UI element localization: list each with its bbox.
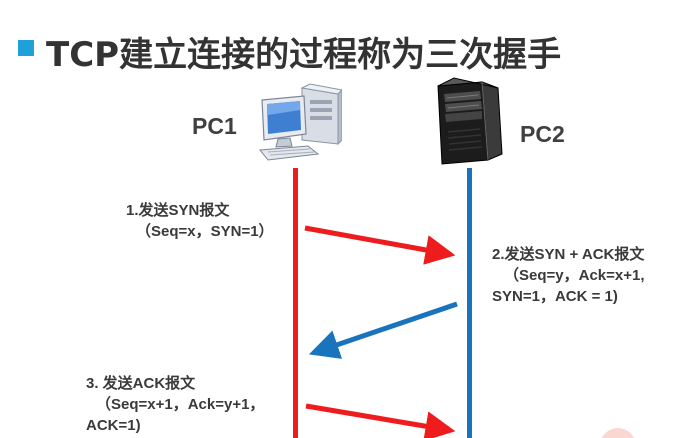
- message-1-title: 1.发送SYN报文: [126, 202, 230, 219]
- pc1-lifeline: [293, 168, 298, 438]
- message-3-flags: ACK=1): [86, 417, 141, 434]
- message-3-title: 3. 发送ACK报文: [86, 375, 196, 392]
- arrow-ack: [305, 403, 456, 438]
- pc1-label: PC1: [192, 113, 237, 139]
- message-2-params: （Seq=y，Ack=x+1,: [504, 267, 645, 284]
- pc2-label: PC2: [520, 121, 565, 147]
- message-2-text: 2.发送SYN + ACK报文 （Seq=y，Ack=x+1, SYN=1，AC…: [492, 244, 645, 307]
- server-tower-icon: [430, 76, 504, 166]
- message-2-flags: SYN=1，ACK = 1): [492, 288, 618, 305]
- arrow-syn: [304, 225, 456, 265]
- message-1-params: （Seq=x，SYN=1）: [136, 223, 274, 240]
- message-2-title: 2.发送SYN + ACK报文: [492, 246, 645, 263]
- message-1-text: 1.发送SYN报文 （Seq=x，SYN=1）: [126, 200, 274, 242]
- message-3-text: 3. 发送ACK报文 （Seq=x+1，Ack=y+1， ACK=1): [86, 373, 264, 436]
- corner-decoration: [600, 428, 636, 438]
- title-bullet-square: [18, 40, 34, 56]
- desktop-computer-icon: [258, 82, 344, 162]
- slide-title: TCP建立连接的过程称为三次握手: [46, 35, 562, 75]
- pc2-lifeline: [467, 168, 472, 438]
- message-3-params: （Seq=x+1，Ack=y+1，: [96, 396, 265, 413]
- arrow-syn-ack: [308, 301, 458, 359]
